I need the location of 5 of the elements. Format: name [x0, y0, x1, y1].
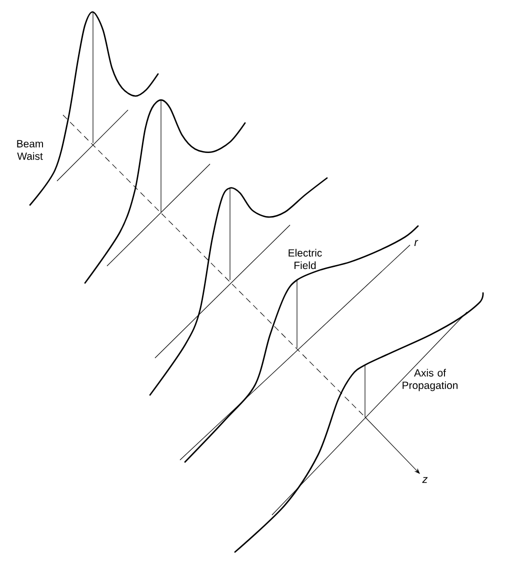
label: r	[414, 240, 418, 246]
label: Electric Field	[288, 248, 322, 270]
label: Axis of Propagation	[402, 368, 458, 392]
label: Beam Waist	[17, 140, 43, 160]
label: z	[422, 477, 428, 483]
